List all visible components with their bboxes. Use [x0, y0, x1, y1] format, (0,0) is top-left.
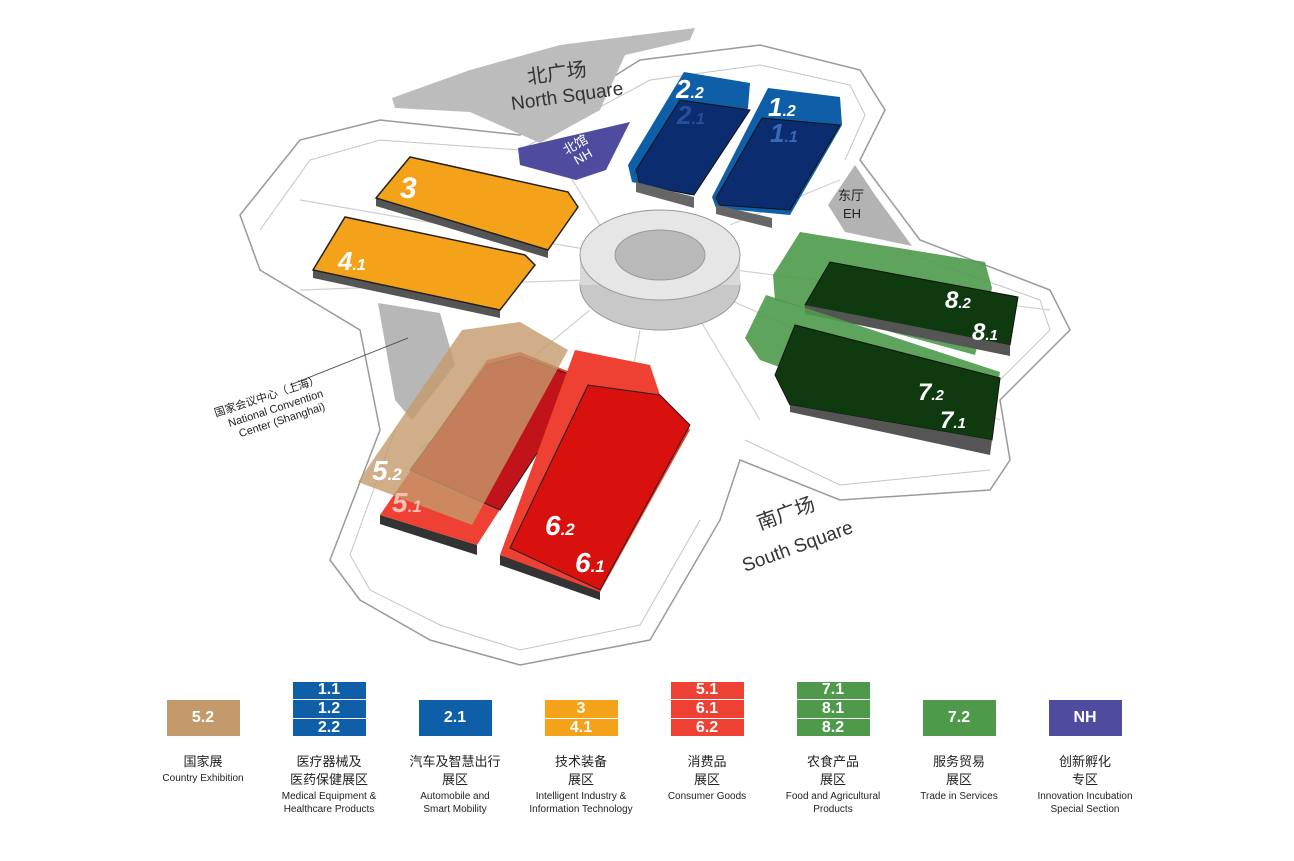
hall-7-2-label: 7.2	[918, 379, 945, 406]
hall-8-1-label: 8.1	[972, 319, 998, 346]
legend-zh: 创新孵化 专区	[1058, 755, 1111, 788]
convention-center-label: 国家会议中心（上海） National Convention Center (S…	[212, 372, 326, 440]
legend-swatch-label: 2.1	[443, 709, 467, 726]
hall-8-2-label: 8.2	[945, 287, 972, 314]
legend-en: Country Exhibition	[162, 773, 244, 784]
hall-1-2-label: 1.2	[768, 92, 796, 122]
east-hall-zh: 东厅	[838, 189, 864, 204]
east-hall-en: EH	[843, 206, 861, 221]
east-hall[interactable]	[828, 165, 912, 246]
hall-7-1[interactable]	[774, 324, 1001, 441]
legend-swatch-label: 8.2	[821, 719, 845, 736]
legend-zh: 农食产品 展区	[806, 755, 859, 788]
legend-en: Automobile and Smart Mobility	[420, 791, 490, 815]
hall-5-2-label: 5.2	[372, 455, 402, 486]
legend-en: Consumer Goods	[667, 791, 747, 802]
hall-8-1-edge	[805, 305, 1010, 356]
legend-swatch-label: 6.1	[670, 700, 744, 719]
legend-swatch-label: NH	[1073, 709, 1097, 726]
hall-6-2[interactable]	[509, 384, 691, 591]
legend-en: Medical Equipment & Healthcare Products	[281, 791, 377, 815]
legend-en: Innovation Incubation Special Section	[1037, 791, 1133, 815]
north-square-area	[392, 28, 695, 143]
venue-map: 北广场 North Square 北馆 NH 3 4.1 2.2 2.1 1.2…	[212, 28, 1071, 666]
legend-zh: 医疗器械及 医药保健展区	[289, 755, 368, 788]
convention-center[interactable]	[378, 303, 455, 420]
floor-inner-line	[259, 64, 1051, 651]
legend-swatch: NH	[1048, 700, 1122, 736]
legend-swatch-label: 5.1	[670, 681, 744, 700]
legend-swatch-label: 8.1	[796, 700, 870, 719]
south-square-en: South Square	[740, 517, 856, 576]
hall-1-1[interactable]	[715, 117, 841, 211]
hall-2-1-label: 2.1	[676, 100, 705, 130]
hall-3-edge	[376, 198, 548, 258]
legend-swatch-label: 7.1	[796, 681, 870, 700]
hall-2-2-label: 2.2	[675, 74, 704, 104]
legend-swatch-label: 7.2	[947, 709, 971, 726]
legend-item: 2.1 汽车及智慧出行 展区 Automobile and Smart Mobili…	[392, 682, 518, 816]
legend-en: Intelligent Industry & Information Techn…	[529, 791, 633, 815]
hall-2-1[interactable]	[635, 99, 751, 196]
legend-item: 7.2 服务贸易 展区 Trade in Services	[896, 682, 1022, 816]
legend-item: NH 创新孵化 专区 Innovation Incubation Special S…	[1022, 682, 1148, 816]
legend-swatch: 7.2	[922, 700, 996, 736]
hall-2-1-edge	[636, 182, 694, 208]
legend-swatch-label: 4.1	[569, 718, 593, 736]
hall-4-1-label: 4.1	[337, 246, 366, 276]
hall-3-label: 3	[400, 172, 417, 205]
legend-zh: 技术装备 展区	[554, 755, 607, 788]
legend-swatch-label: 2.2	[317, 719, 341, 736]
hall-3[interactable]	[374, 156, 579, 251]
hall-6-1-label: 6.1	[575, 547, 605, 578]
legend-swatch-label: 6.2	[695, 719, 719, 736]
legend-item: 5.2 国家展 Country Exhibition	[140, 682, 266, 816]
hall-1-1-label: 1.1	[770, 118, 798, 148]
hall-41-edge	[313, 270, 500, 318]
convention-pointer	[289, 337, 409, 386]
hall-5-2[interactable]	[358, 322, 568, 525]
legend-swatch-label: 1.1	[292, 681, 366, 700]
legend-zh: 服务贸易 展区	[932, 755, 985, 788]
hall-7-1-edge	[790, 405, 992, 455]
legend-zh: 汽车及智慧出行 展区	[409, 755, 501, 788]
hall-4-1[interactable]	[311, 216, 536, 311]
south-square-zh: 南广场	[754, 492, 819, 535]
hall-7-1-label: 7.1	[940, 407, 966, 434]
center-ring-hole	[614, 229, 706, 281]
legend-zh: 消费品 展区	[687, 755, 727, 788]
hall-nh[interactable]	[518, 122, 630, 180]
hall-5-1-edge	[380, 515, 477, 555]
legend-en: Trade in Services	[920, 791, 998, 802]
hall-6-edge	[500, 555, 600, 600]
legend-swatch-label: 3	[544, 700, 618, 719]
hall-6-2-label: 6.2	[545, 510, 575, 541]
legend-swatch-label: 5.2	[191, 709, 215, 726]
legend-swatch: 5.2	[166, 700, 240, 736]
legend-zh: 国家展	[183, 755, 223, 770]
hall-1-1-edge	[716, 205, 772, 228]
legend-swatch-label: 1.2	[292, 700, 366, 719]
legend-swatch: 2.1	[418, 700, 492, 736]
hall-5-1-label: 5.1	[392, 487, 422, 518]
legend-en: Food and Agricultural Products	[785, 791, 881, 815]
